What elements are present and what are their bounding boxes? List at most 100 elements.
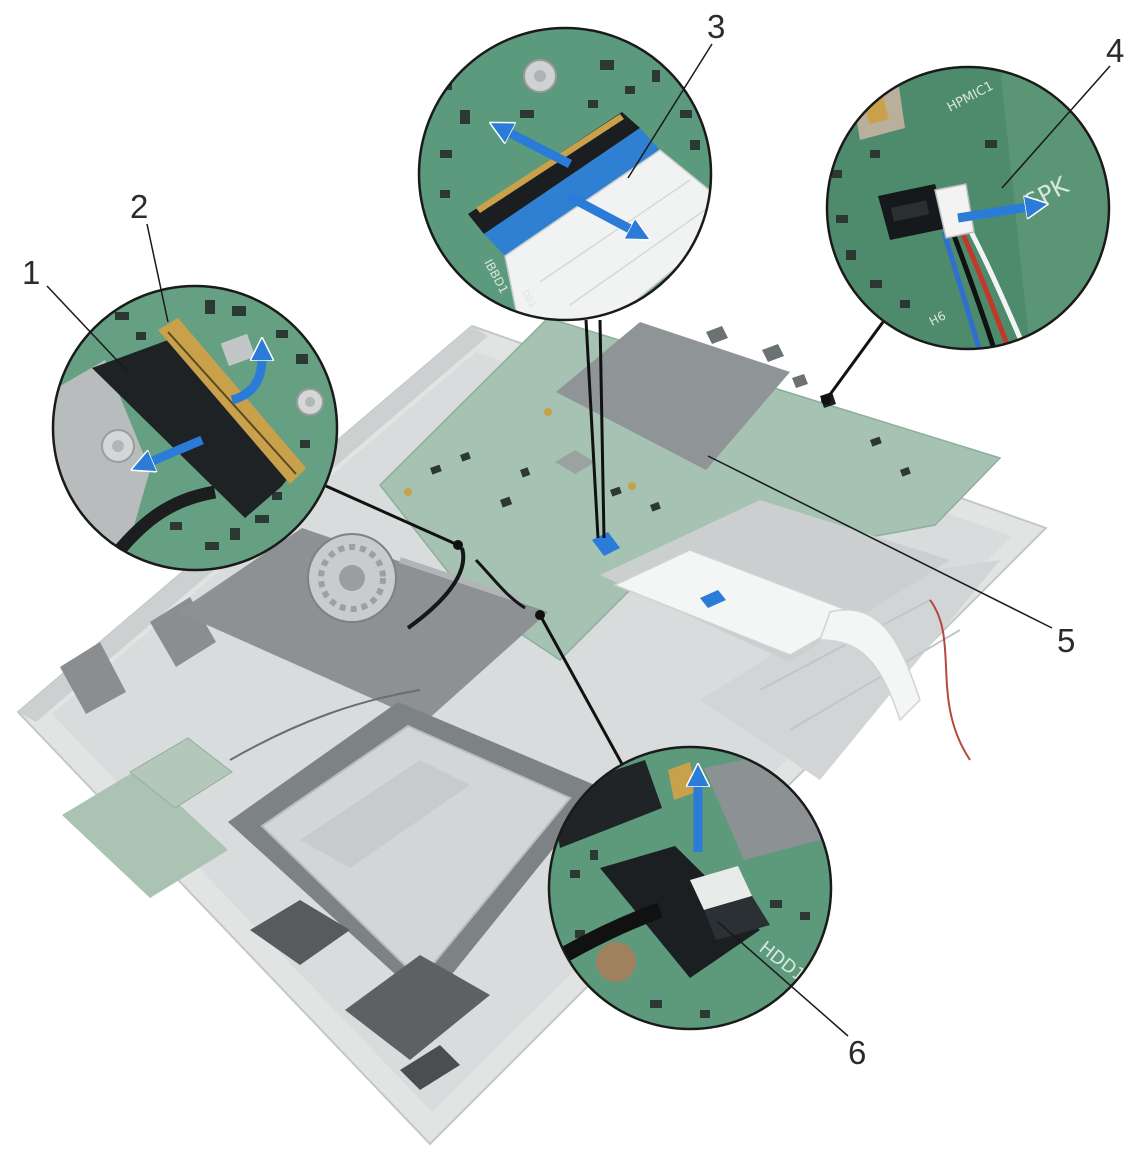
board-component: [300, 440, 310, 448]
connector-dot: [535, 610, 545, 620]
fan-blades: [318, 544, 386, 612]
mounting-standoff-hole: [534, 70, 546, 82]
board-component: [800, 912, 810, 920]
board-screw: [544, 408, 552, 416]
callout-circle-ring: [825, 65, 1111, 351]
board-component: [652, 70, 660, 82]
pull-cable-arrow: [565, 192, 632, 230]
callout-connectors: [325, 319, 885, 765]
board-component: [770, 900, 782, 908]
lift-latch-arrow: [230, 358, 262, 405]
board-component: [272, 492, 282, 500]
display-cable-branch: [474, 558, 526, 610]
speaker-cable-connector-detail: SPK HPMIC1 H6: [827, 67, 1109, 349]
speaker-cable-blue: [941, 231, 983, 349]
board-component: [296, 354, 308, 364]
board-component: [429, 464, 442, 475]
board-component: [846, 250, 856, 260]
board-component: [600, 60, 614, 70]
pcb-ground-area: [1000, 67, 1109, 349]
callout-leader-5: [707, 455, 1053, 629]
board-component: [460, 451, 471, 462]
board-component: [870, 436, 882, 447]
board-component: [610, 486, 622, 497]
antenna-cable: [229, 689, 421, 761]
board-component: [700, 1010, 710, 1018]
callout-circle-4: SPK HPMIC1 H6: [825, 65, 1111, 351]
palmrest-rib: [789, 629, 961, 731]
connector-latch-edge: [167, 331, 297, 475]
speaker-cable-black: [949, 229, 998, 349]
callout-circle-ring: [547, 745, 833, 1031]
board-component: [230, 528, 240, 540]
board-component: [520, 110, 534, 118]
board-screw: [628, 482, 636, 490]
callout-number-6: 6: [848, 1034, 866, 1071]
connector-dot: [453, 540, 463, 550]
callout-leader-2: [146, 223, 169, 323]
callout-labels: 1 2 3 4 5 6: [22, 8, 1124, 1071]
audio-port: [792, 374, 808, 388]
wlan-card: [129, 737, 233, 809]
io-cable-blue-tab: [484, 128, 660, 256]
connector-dot: [821, 395, 831, 405]
pull-arrow: [150, 435, 204, 462]
speaker-connector-slot: [890, 200, 930, 222]
display-connector: [158, 318, 306, 484]
speaker-cable: [929, 599, 971, 761]
callout-leader-4: [1001, 65, 1111, 189]
board-component: [870, 280, 882, 288]
palmrest-rib-area: [700, 560, 1000, 780]
board-component: [570, 870, 580, 878]
callout-leader-6: [717, 921, 849, 1037]
board-component: [650, 501, 661, 512]
processor-shield: [556, 322, 790, 470]
board-component: [690, 140, 700, 150]
speaker-left: [250, 900, 350, 965]
palmrest-rib: [759, 599, 931, 691]
display-cable-tape: [600, 846, 760, 978]
mounting-standoff-hole: [305, 397, 315, 407]
board-component: [810, 962, 820, 970]
display-cable-tape: [92, 340, 300, 518]
push-latch-arrow: [508, 132, 573, 168]
thermal-assembly: [178, 528, 548, 722]
battery-label: [300, 760, 470, 868]
board-component: [205, 300, 215, 314]
touchpad-area: [600, 500, 950, 722]
cable-crease: [569, 204, 711, 306]
callout-number-3: 3: [707, 8, 725, 45]
board-component: [680, 110, 692, 118]
speaker-cable-white: [965, 224, 1029, 349]
board-component: [276, 330, 288, 338]
io-board: [62, 768, 228, 898]
metal-component: [220, 333, 256, 367]
callout-number-4: 4: [1106, 32, 1124, 69]
callout-number-5: 5: [1057, 622, 1075, 659]
speaker-cable-plug: [934, 183, 975, 239]
board-component: [520, 467, 531, 478]
callout-circle-ring: [51, 284, 339, 572]
battery-area: [228, 702, 602, 1004]
processor-die: [555, 450, 595, 474]
mounting-standoff-hole: [112, 440, 124, 452]
speaker-bracket: [400, 1045, 460, 1090]
speaker-right: [345, 955, 490, 1060]
board-component: [499, 496, 513, 508]
board-component: [440, 190, 450, 198]
touchpad-frame: [600, 500, 950, 662]
connector-latch: [476, 114, 624, 213]
board-component: [440, 150, 452, 158]
callout-number-2: 2: [130, 188, 148, 225]
io-board-cable-connector-detail: IBBD1 DB1: [419, 28, 711, 320]
silkscreen-hole-label: H6: [927, 308, 948, 328]
board-component: [900, 300, 910, 308]
disconnect-arrow: [957, 207, 1028, 223]
fan-hub: [339, 565, 365, 591]
callout-leader-1: [46, 285, 129, 373]
board-component: [136, 332, 146, 340]
usb-port: [762, 344, 784, 362]
cable-crease: [539, 179, 691, 283]
hinge-left-lower: [60, 642, 126, 714]
